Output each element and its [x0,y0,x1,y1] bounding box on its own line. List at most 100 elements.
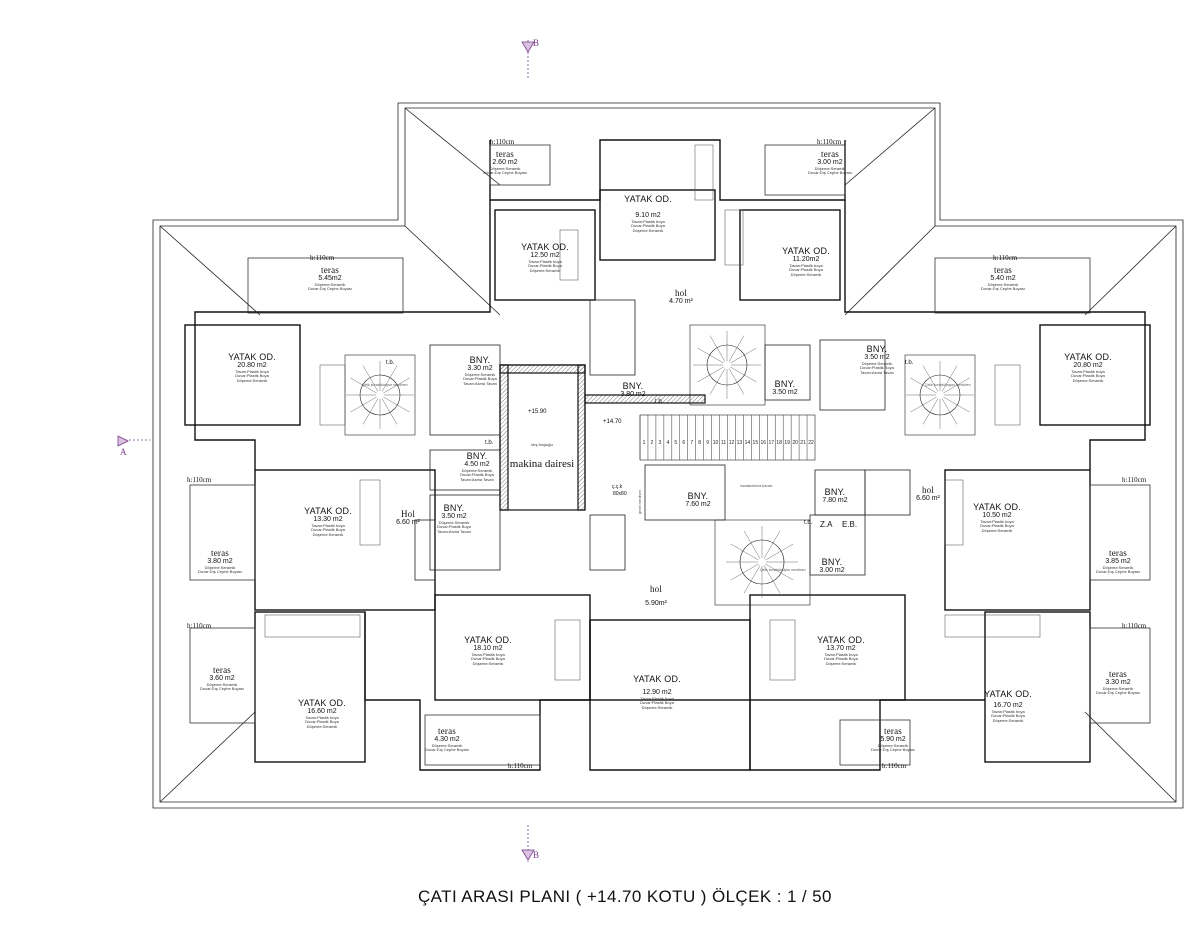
stair-step-number: 14 [745,440,751,446]
za-label: Z.A [820,520,833,529]
drawing-title: ÇATI ARASI PLANI ( +14.70 KOTU ) ÖLÇEK :… [418,887,832,906]
rail-height: h:110cm [882,762,907,770]
stair-step-number: 8 [698,440,701,446]
wardrobes [264,144,1041,681]
stair-step-number: 18 [776,440,782,446]
stair-step-number: 10 [713,440,719,446]
spiral-spoke [743,530,761,559]
machine-room-sub: kirş boşluğu [531,442,553,447]
tb-label: t.b. [905,360,914,366]
spiral-spoke [350,377,377,394]
spiral-spoke [730,543,759,561]
spiral-spoke [381,398,398,425]
spiral-spoke [743,565,761,594]
elevation-machine: +15.90 [528,409,547,415]
rail-height: h:110cm [310,254,335,262]
section-markers [117,40,535,862]
machine-room-label: makina dairesi [509,458,575,470]
spiral-spoke [730,563,759,581]
vent-note: havalandırma bacası [740,484,773,488]
stair-step-number: 4 [666,440,669,446]
room-label: BNY.7.60 m2 [685,491,711,509]
stair-step-number: 22 [808,440,814,446]
spiral-spoke [910,396,937,413]
tb-label: t.b. [386,360,395,366]
stair-step-number: 12 [729,440,735,446]
spiral-spoke [730,366,757,383]
stair-step-number: 11 [721,440,726,446]
eb-label: E.B. [842,520,858,529]
spiral-spoke [910,377,937,394]
rail-height: h:110cm [817,138,842,146]
rail-height: h:110cm [508,762,533,770]
section-mark-b-top: B [533,38,540,48]
spiral-spoke [350,396,377,413]
spiral-spoke [941,365,958,392]
rail-height: h:110cm [187,622,212,630]
tb-label: t.b. [655,399,664,405]
spiral-spoke [763,565,781,594]
spiral-spoke [922,398,939,425]
machine-room [499,364,706,511]
stair-note: Çelik konstrüksiyon merdiven [925,383,971,387]
rail-height: h:110cm [1122,622,1147,630]
room-label: BNY.7.80 m2 [822,487,848,505]
spiral-spoke [943,377,970,394]
tb-label: t.b. [485,440,494,446]
stair-step-number: 5 [674,440,677,446]
tb-label: t.b. [804,520,813,526]
stair-step-number: 2 [651,440,654,446]
spiral-spoke [697,366,724,383]
room-label: BNY.3.00 m2 [819,557,845,575]
spiral-spoke [728,368,745,395]
stair-step-number: 6 [682,440,685,446]
room-label: BNY.3.80 m2 [620,381,646,399]
spiral-spoke [728,335,745,362]
rail-height: h:110cm [993,254,1018,262]
stair-step-number: 20 [792,440,798,446]
rail-height: h:110cm [490,138,515,146]
section-mark-b-bottom: B [533,850,540,860]
spiral-spoke [765,563,794,581]
roof-outline [152,102,1184,809]
stair-step-number: 17 [768,440,774,446]
stair-step-number: 1 [643,440,646,446]
stair-step-number: 16 [761,440,767,446]
stair-step-number: 15 [753,440,759,446]
spiral-spoke [943,396,970,413]
spiral-spoke [765,543,794,561]
section-mark-a-left: A [120,447,127,457]
stair-step-number: 3 [658,440,661,446]
spiral-spoke [381,365,398,392]
spiral-spoke [383,396,410,413]
stair-step-number: 9 [706,440,709,446]
stair-step-number: 19 [784,440,790,446]
